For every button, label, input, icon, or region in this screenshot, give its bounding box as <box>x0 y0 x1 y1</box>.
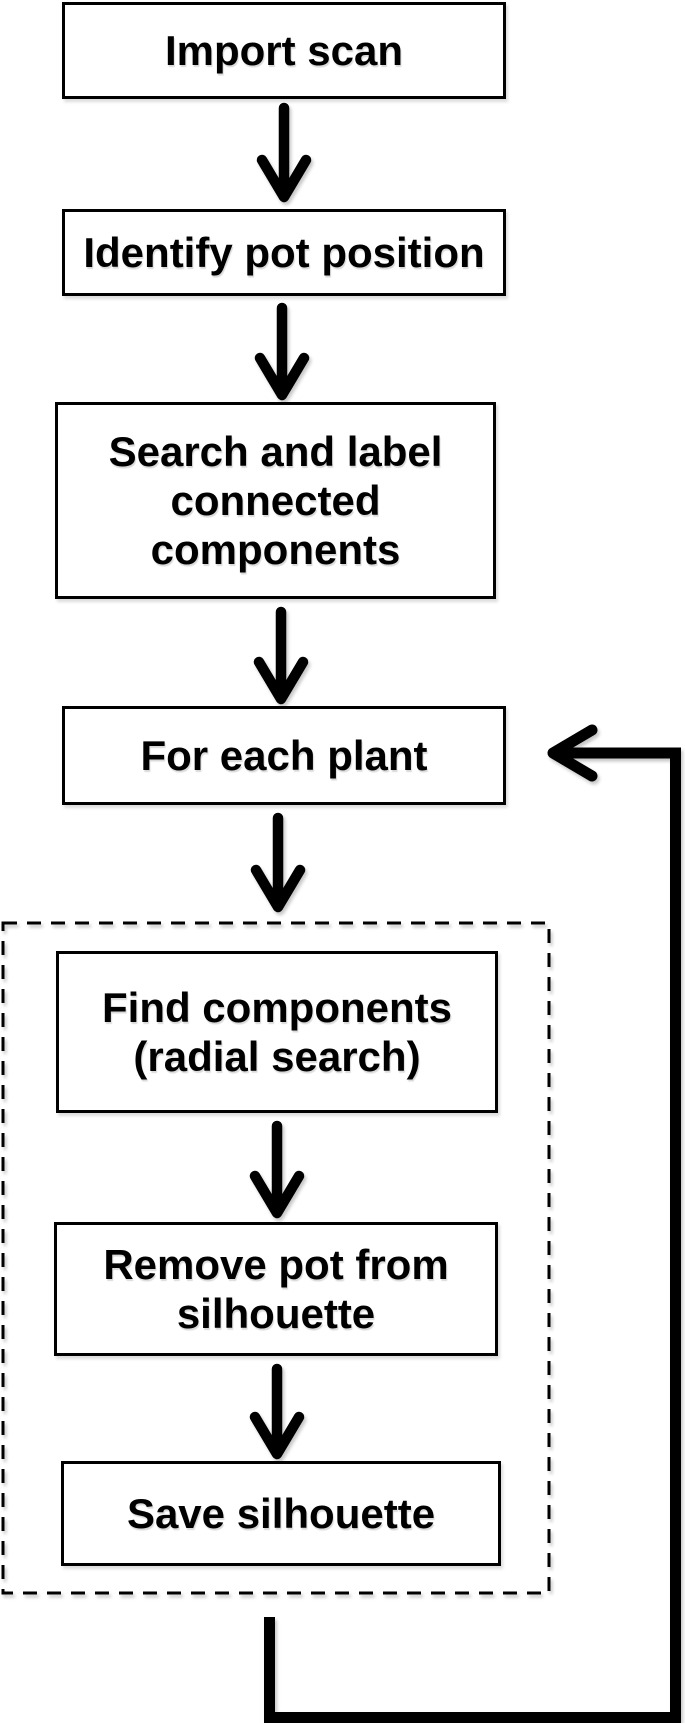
node-for-each-plant: For each plant <box>62 706 506 805</box>
arrow-find-to-remove-icon <box>249 1120 305 1219</box>
node-save-silhouette: Save silhouette <box>61 1461 501 1566</box>
node-search-and-label-label: Search and label connected components <box>108 428 443 573</box>
arrow-foreach-to-loopbody-icon <box>250 812 306 913</box>
loop-arrowhead-left-icon <box>547 724 598 782</box>
node-for-each-plant-label: For each plant <box>140 732 428 779</box>
arrow-import-to-identify-icon <box>256 102 312 203</box>
node-identify-pot-position-label: Identify pot position <box>83 229 485 276</box>
node-search-and-label: Search and label connected components <box>55 402 496 599</box>
node-remove-pot: Remove pot from silhouette <box>54 1222 498 1356</box>
node-find-components: Find components (radial search) <box>56 951 498 1113</box>
node-import-scan-label: Import scan <box>164 27 404 74</box>
arrow-identify-to-search-icon <box>254 302 310 401</box>
node-identify-pot-position: Identify pot position <box>62 209 506 296</box>
node-remove-pot-label: Remove pot from silhouette <box>103 1241 449 1337</box>
node-import-scan: Import scan <box>62 2 506 99</box>
arrow-search-to-foreach-icon <box>253 606 309 705</box>
node-find-components-label: Find components (radial search) <box>102 984 452 1080</box>
node-save-silhouette-label: Save silhouette <box>126 1490 436 1537</box>
arrow-remove-to-save-icon <box>249 1363 305 1460</box>
